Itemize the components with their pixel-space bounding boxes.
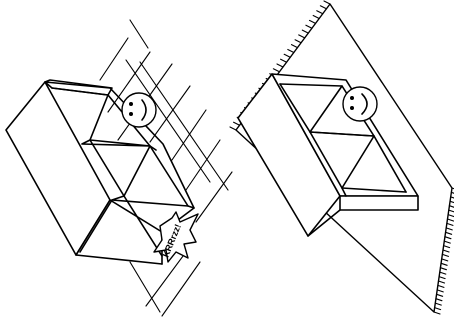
shelf-front-frame [340,196,418,210]
happy-face-icon [343,87,377,121]
sad-face-icon [122,93,156,127]
crash-burst-icon: KRRrzz! [154,212,198,262]
right-scene-correct-mounting [230,1,454,314]
left-scene-incorrect-mounting: KRRrzz! [6,20,232,316]
wall-guide-lines [100,20,232,316]
